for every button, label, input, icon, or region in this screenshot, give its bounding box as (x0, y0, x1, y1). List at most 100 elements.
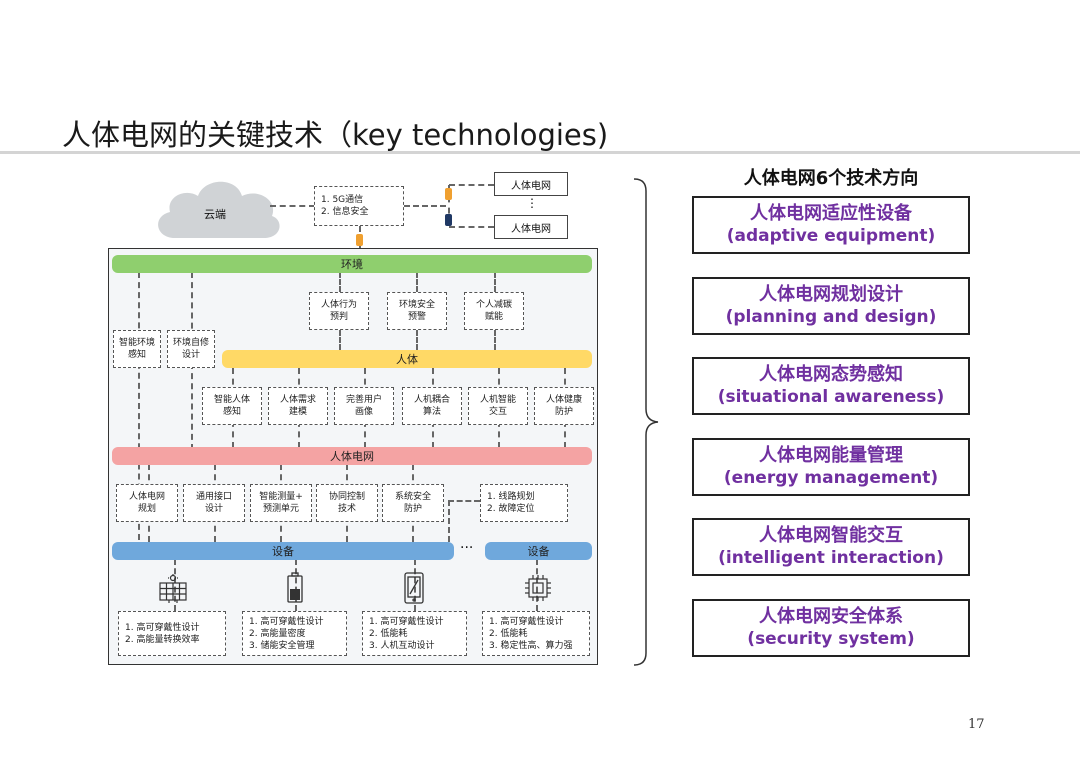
grid-box: 通用接口 设计 (183, 484, 245, 522)
env-box: 环境安全 预警 (387, 292, 447, 330)
box-line: 2. 故障定位 (487, 504, 535, 514)
box-line: 算法 (422, 407, 441, 417)
box-line: 1. 5G通信 (321, 195, 364, 205)
box-line: 预测单元 (262, 504, 299, 514)
device-box: 1. 高可穿戴性设计 2. 高能量转换效率 (118, 611, 226, 656)
smartphone-icon (404, 572, 424, 604)
device-bar: 设备 (112, 542, 454, 560)
box-line: 技术 (337, 504, 356, 514)
tech-direction-en: (intelligent interaction) (718, 548, 944, 568)
box-line: 1. 高可穿戴性设计 (369, 616, 444, 627)
right-bracket-icon (633, 178, 659, 666)
box-line: 2. 低能耗 (489, 628, 528, 639)
grid-box: 协同控制 技术 (316, 484, 378, 522)
tech-direction-cn: 人体电网规划设计 (759, 284, 903, 305)
box-line: 2. 信息安全 (321, 207, 369, 217)
tech-direction-card: 人体电网规划设计 (planning and design) (692, 277, 970, 335)
box-line: 2. 高能量密度 (249, 628, 306, 639)
connector-line (295, 559, 297, 611)
tech-direction-en: (planning and design) (725, 307, 937, 327)
page-number: 17 (968, 717, 985, 732)
device-box: 1. 高可穿戴性设计 2. 高能量密度 3. 储能安全管理 (242, 611, 347, 656)
tech-direction-cn: 人体电网能量管理 (759, 445, 903, 466)
tech-direction-cn: 人体电网态势感知 (759, 364, 903, 385)
box-line: 系统安全 (394, 492, 431, 502)
ellipsis: ··· (460, 540, 474, 556)
box-line: 人体需求 (279, 395, 316, 405)
connector-line (494, 272, 496, 292)
connector-line (138, 272, 140, 540)
connector-line (449, 184, 494, 186)
human-box: 人机智能 交互 (468, 387, 528, 425)
box-line: 预判 (329, 312, 348, 322)
vertical-ellipsis: ⋮ (526, 196, 538, 210)
tech-direction-en: (situational awareness) (717, 387, 945, 407)
human-box: 人体需求 建模 (268, 387, 328, 425)
environment-bar: 环境 (112, 255, 592, 273)
tech-direction-en: (security system) (747, 629, 915, 649)
box-line: 设计 (181, 350, 200, 360)
box-line: 感知 (127, 350, 146, 360)
box-line: 人体行为 (320, 300, 357, 310)
box-line: 协同控制 (328, 492, 365, 502)
human-box: 人机耦合 算法 (402, 387, 462, 425)
human-bar: 人体 (222, 350, 592, 368)
tech-direction-en: (energy management) (723, 468, 939, 488)
left-box: 环境自修 设计 (167, 330, 215, 368)
orange-connector-icon (356, 234, 363, 246)
connector-line (416, 330, 418, 350)
human-box: 智能人体 感知 (202, 387, 262, 425)
cloud-label: 云端 (204, 208, 226, 221)
grid-box: 人体电网 规划 (116, 484, 178, 522)
box-line: 规划 (137, 504, 156, 514)
grid-box: 智能测量+ 预测单元 (250, 484, 312, 522)
human-box: 完善用户 画像 (334, 387, 394, 425)
tech-direction-cn: 人体电网安全体系 (759, 606, 903, 627)
connector-line (448, 500, 480, 502)
tech-direction-card: 人体电网能量管理 (energy management) (692, 438, 970, 496)
cloud-icon (158, 181, 280, 238)
box-line: 感知 (222, 407, 241, 417)
tech-direction-en: (adaptive equipment) (726, 226, 936, 246)
box-line: 人体健康 (545, 395, 582, 405)
connector-line (536, 559, 538, 611)
box-line: 建模 (288, 407, 307, 417)
box-line: 防护 (403, 504, 422, 514)
connector-line (448, 185, 450, 225)
navy-connector-icon (445, 214, 452, 226)
connector-line (339, 330, 341, 350)
box-line: 赋能 (484, 312, 503, 322)
network-node-box: 人体电网 (494, 172, 568, 196)
box-line: 通用接口 (195, 492, 232, 502)
connector-line (174, 559, 176, 611)
box-line: 环境安全 (398, 300, 435, 310)
tech-direction-card: 人体电网态势感知 (situational awareness) (692, 357, 970, 415)
tech-direction-card: 人体电网适应性设备 (adaptive equipment) (692, 196, 970, 254)
device-bar-secondary: 设备 (485, 542, 592, 560)
box-line: 1. 高可穿戴性设计 (249, 616, 324, 627)
communication-security-box: 1. 5G通信 2. 信息安全 (314, 186, 404, 226)
human-box: 人体健康 防护 (534, 387, 594, 425)
human-grid-bar: 人体电网 (112, 447, 592, 465)
box-line: 个人减碳 (475, 300, 512, 310)
battery-icon (287, 572, 303, 603)
title-divider (0, 151, 1080, 154)
box-line: 环境自修 (172, 338, 209, 348)
connector-line (270, 205, 315, 207)
device-box: 1. 高可穿戴性设计 2. 低能耗 3. 稳定性高、算力强 (482, 611, 590, 656)
connector-line (416, 272, 418, 292)
connector-line (339, 272, 341, 292)
env-box: 个人减碳 赋能 (464, 292, 524, 330)
chip-icon (525, 575, 551, 601)
env-box: 人体行为 预判 (309, 292, 369, 330)
box-line: 完善用户 (345, 395, 382, 405)
tech-direction-cn: 人体电网适应性设备 (750, 203, 912, 224)
grid-planning-box: 1. 线路规划 2. 故障定位 (480, 484, 568, 522)
box-line: 画像 (354, 407, 373, 417)
box-line: 人机智能 (479, 395, 516, 405)
left-box: 智能环境 感知 (113, 330, 161, 368)
box-line: 2. 低能耗 (369, 628, 408, 639)
panel-heading: 人体电网6个技术方向 (743, 168, 919, 189)
connector-line (494, 330, 496, 350)
connector-line (448, 500, 450, 542)
